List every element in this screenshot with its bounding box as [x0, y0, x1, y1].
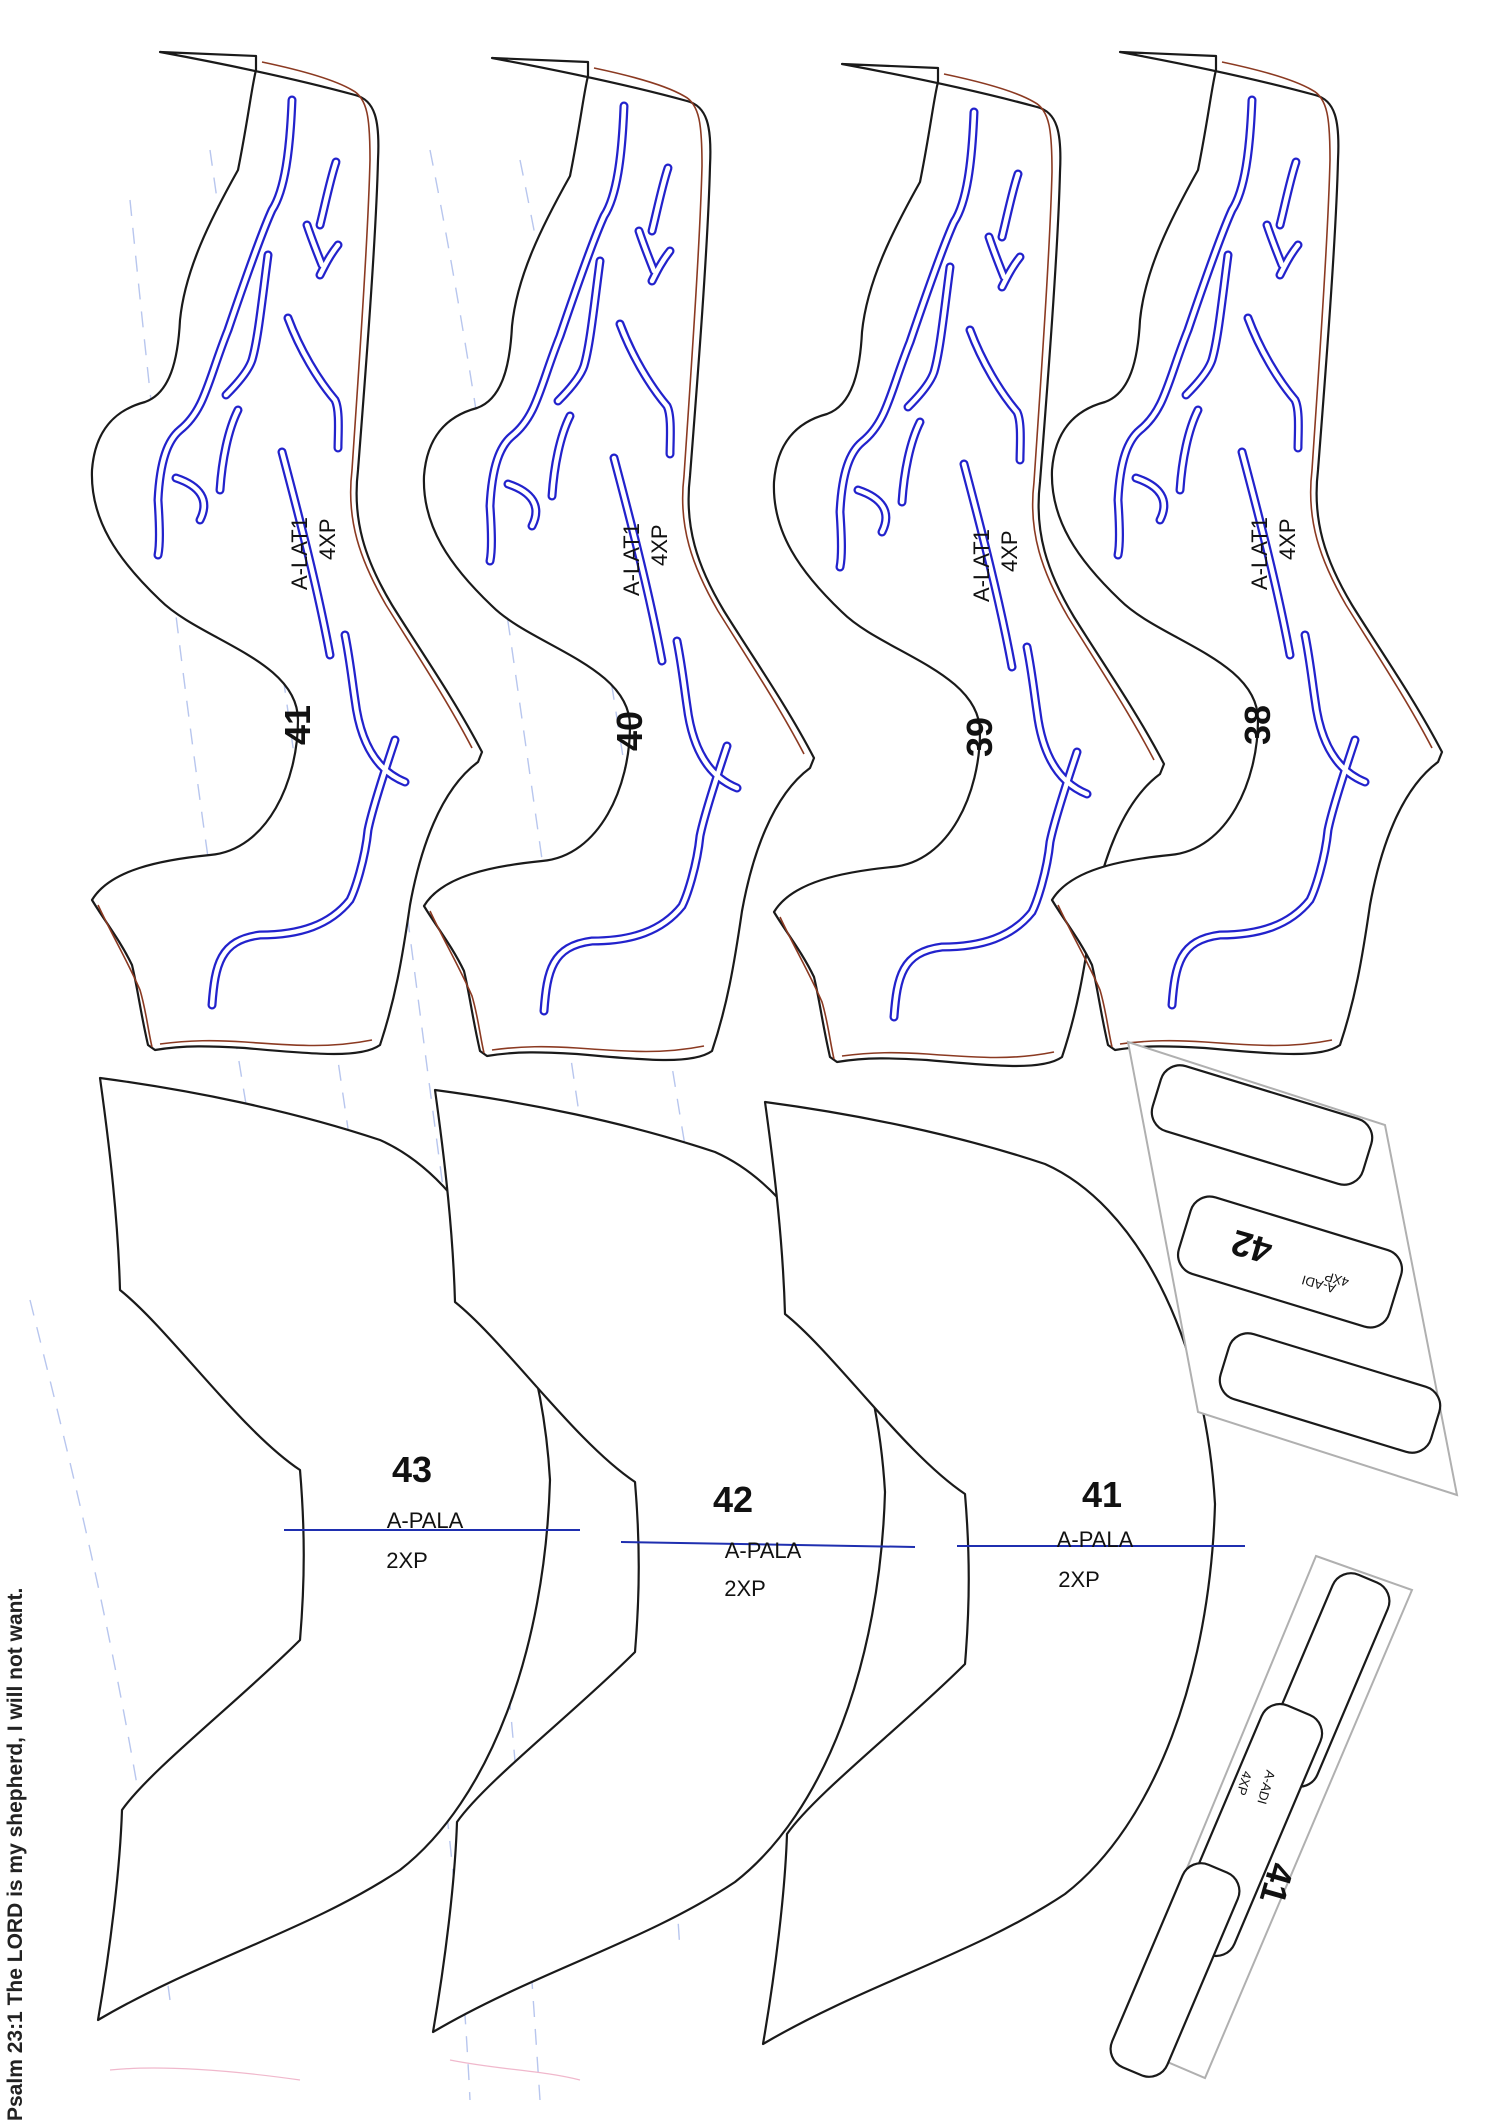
adi-42-pad-1	[1150, 1064, 1374, 1186]
adi-qty-41: 4XP	[1234, 1769, 1255, 1797]
adi-42-pad-3	[1218, 1332, 1442, 1454]
lat-code-41: A-LAT1	[287, 517, 312, 590]
lat-piece-38: A-LAT1 4XP 38	[1050, 50, 1444, 1056]
pala-code-43: A-PALA	[387, 1508, 464, 1533]
lat-code-39: A-LAT1	[969, 529, 994, 602]
lat-qty-38: 4XP	[1275, 518, 1300, 560]
lat-size-39: 39	[959, 717, 1000, 757]
lat-piece-41: A-LAT1 4XP 41	[90, 50, 484, 1056]
pala-qty-43: 2XP	[386, 1548, 428, 1573]
pala-code-42: A-PALA	[725, 1538, 802, 1563]
lat-code-40: A-LAT1	[619, 523, 644, 596]
pala-code-41: A-PALA	[1057, 1527, 1134, 1552]
adi-piece-41: 41 A-ADI 4XP	[1109, 1554, 1414, 2080]
adi-41-pad-3	[1109, 1862, 1241, 2078]
pala-size-41: 41	[1082, 1474, 1122, 1515]
pala-size-43: 43	[392, 1449, 432, 1490]
lat-qty-40: 4XP	[647, 524, 672, 566]
pala-piece-42: 42 A-PALA 2XP	[431, 1088, 916, 2034]
lat-size-38: 38	[1237, 705, 1278, 745]
pala-qty-41: 2XP	[1058, 1567, 1100, 1592]
lat-piece-39: A-LAT1 4XP 39	[772, 62, 1166, 1068]
lat-size-41: 41	[277, 705, 318, 745]
adi-qty-42: 4XP	[1323, 1269, 1351, 1290]
pala-piece-43: 43 A-PALA 2XP	[96, 1076, 580, 2022]
lat-code-38: A-LAT1	[1247, 517, 1272, 590]
pala-size-42: 42	[713, 1479, 753, 1520]
lat-qty-39: 4XP	[997, 530, 1022, 572]
pala-qty-42: 2XP	[724, 1576, 766, 1601]
adi-42-pad-2	[1176, 1195, 1404, 1329]
lat-size-40: 40	[609, 711, 650, 751]
pala-guide-line-42	[620, 1541, 916, 1548]
lat-piece-40: A-LAT1 4XP 40	[422, 56, 816, 1062]
adi-piece-42: 42 A-ADI 4XP	[1127, 1041, 1458, 1496]
footer-verse: Psalm 23:1 The LORD is my shepherd, I wi…	[4, 1587, 27, 2121]
lat-qty-41: 4XP	[315, 518, 340, 560]
pala-piece-41: 41 A-PALA 2XP	[761, 1100, 1245, 2046]
